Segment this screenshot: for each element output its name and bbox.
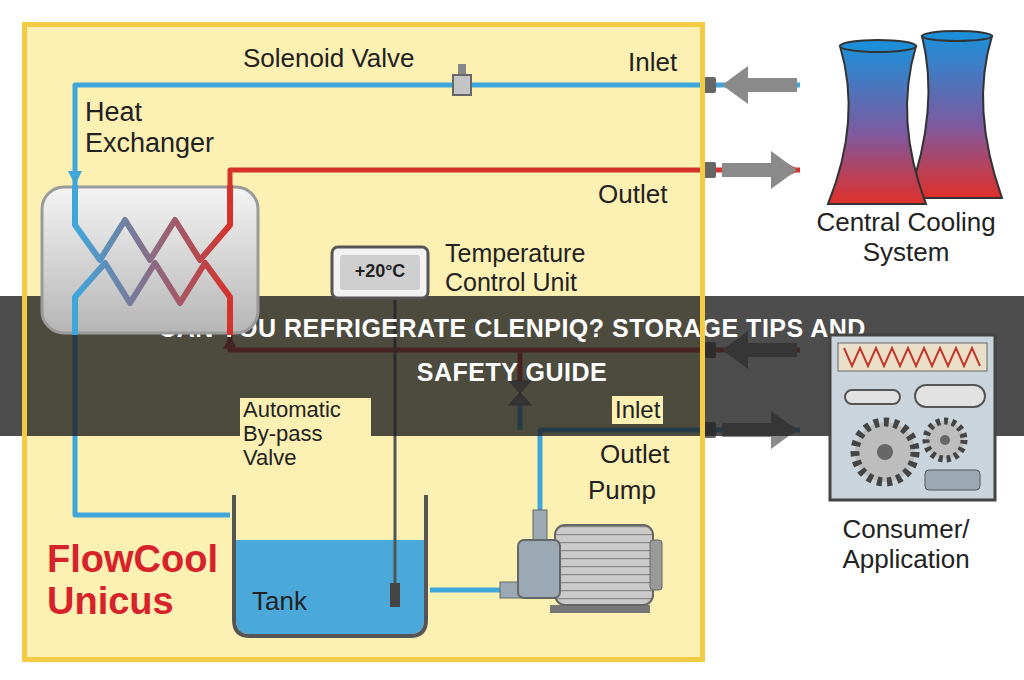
display-value: +20°C — [330, 261, 430, 282]
tank-symbol — [230, 495, 430, 640]
pipe-connector — [75, 85, 800, 185]
system-panel: FlowCool UnicusHeat Exchanger+20°CTemper… — [22, 22, 705, 662]
temperature-display: +20°CTemperature Control Unit — [330, 245, 430, 300]
solenoid-valve — [453, 64, 471, 95]
port-label: Outlet — [600, 440, 669, 470]
port-label: Outlet — [598, 180, 667, 210]
pipe-connector — [430, 588, 500, 593]
pipe-connector — [540, 430, 800, 510]
pump-symbol — [500, 510, 665, 615]
port-label: Inlet — [628, 48, 677, 78]
component-label: Heat Exchanger — [85, 97, 235, 159]
consumer-machine: Consumer/Application — [800, 330, 1012, 580]
component-label: Consumer/Application — [800, 515, 1012, 575]
heat-exchanger: Heat Exchanger — [40, 185, 260, 335]
heat-exchanger-symbol — [40, 185, 260, 335]
brand-name: FlowCool Unicus — [47, 539, 237, 623]
cooling-tower: Central Cooling System — [800, 28, 1012, 275]
pump: Pump — [500, 510, 665, 615]
component-label: Pump — [588, 476, 656, 506]
component-label: Temperature Control Unit — [445, 239, 635, 297]
component-label: Tank — [252, 587, 307, 617]
valve-label: Solenoid Valve — [243, 44, 415, 74]
component-label: Central Cooling System — [800, 208, 1012, 268]
tank: Tank — [230, 495, 430, 640]
